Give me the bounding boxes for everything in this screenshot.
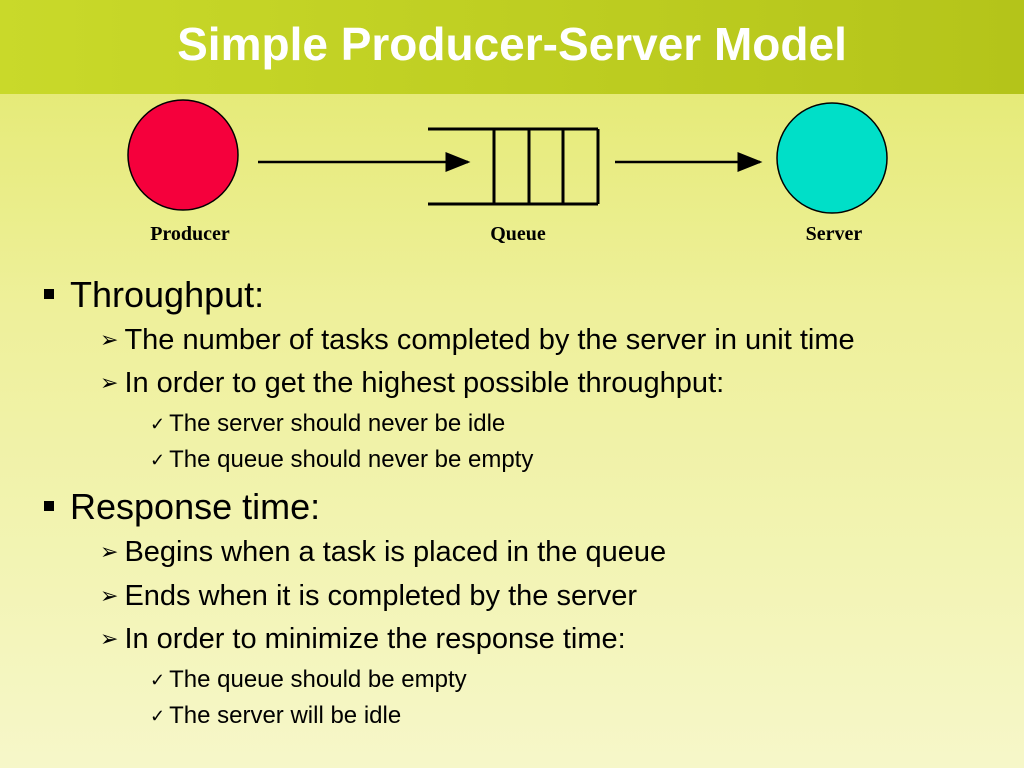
bullet-response-time: Response time: — [44, 486, 320, 528]
server-circle — [776, 102, 888, 214]
producer-server-diagram: Producer Queue Server — [127, 99, 888, 245]
sub-bullet: ➢In order to get the highest possible th… — [100, 367, 724, 400]
sub-bullet: ➢Begins when a task is placed in the que… — [100, 536, 666, 569]
checkmark-icon: ✓ — [150, 414, 166, 434]
queue-box — [428, 127, 600, 206]
square-bullet-icon — [44, 289, 54, 299]
check-bullet: ✓The server should never be idle — [150, 410, 505, 438]
arrow-bullet-icon: ➢ — [100, 370, 119, 395]
bullet-text: Begins when a task is placed in the queu… — [124, 536, 667, 568]
square-bullet-icon — [44, 501, 54, 511]
sub-bullet: ➢The number of tasks completed by the se… — [100, 324, 855, 357]
bullet-text: The queue should be empty — [169, 666, 467, 693]
title-bar — [0, 0, 1024, 94]
arrow-bullet-icon: ➢ — [100, 327, 119, 352]
checkmark-icon: ✓ — [150, 670, 166, 690]
arrow-bullet-icon: ➢ — [100, 583, 119, 608]
check-bullet: ✓The server will be idle — [150, 702, 401, 730]
bullet-text: Response time: — [70, 486, 321, 527]
bullet-text: In order to minimize the response time: — [124, 623, 626, 655]
arrow-bullet-icon: ➢ — [100, 626, 119, 651]
bullet-text: The queue should never be empty — [169, 446, 534, 473]
arrow-bullet-icon: ➢ — [100, 539, 119, 564]
slide-title: Simple Producer-Server Model — [177, 18, 847, 70]
server-label: Server — [806, 223, 863, 245]
sub-bullet: ➢In order to minimize the response time: — [100, 623, 626, 656]
check-bullet: ✓The queue should never be empty — [150, 446, 533, 474]
checkmark-icon: ✓ — [150, 706, 166, 726]
bullet-text: Ends when it is completed by the server — [124, 580, 638, 612]
checkmark-icon: ✓ — [150, 450, 166, 470]
bullet-text: The number of tasks completed by the ser… — [124, 324, 855, 356]
sub-bullet: ➢Ends when it is completed by the server — [100, 580, 637, 613]
producer-label: Producer — [150, 223, 230, 245]
bullet-text: In order to get the highest possible thr… — [124, 367, 725, 399]
queue-label: Queue — [490, 223, 546, 245]
bullet-text: Throughput: — [70, 274, 265, 315]
bullet-text: The server should never be idle — [169, 410, 506, 437]
check-bullet: ✓The queue should be empty — [150, 666, 467, 694]
producer-circle — [127, 99, 239, 211]
bullet-text: The server will be idle — [169, 702, 402, 729]
bullet-throughput: Throughput: — [44, 274, 264, 316]
